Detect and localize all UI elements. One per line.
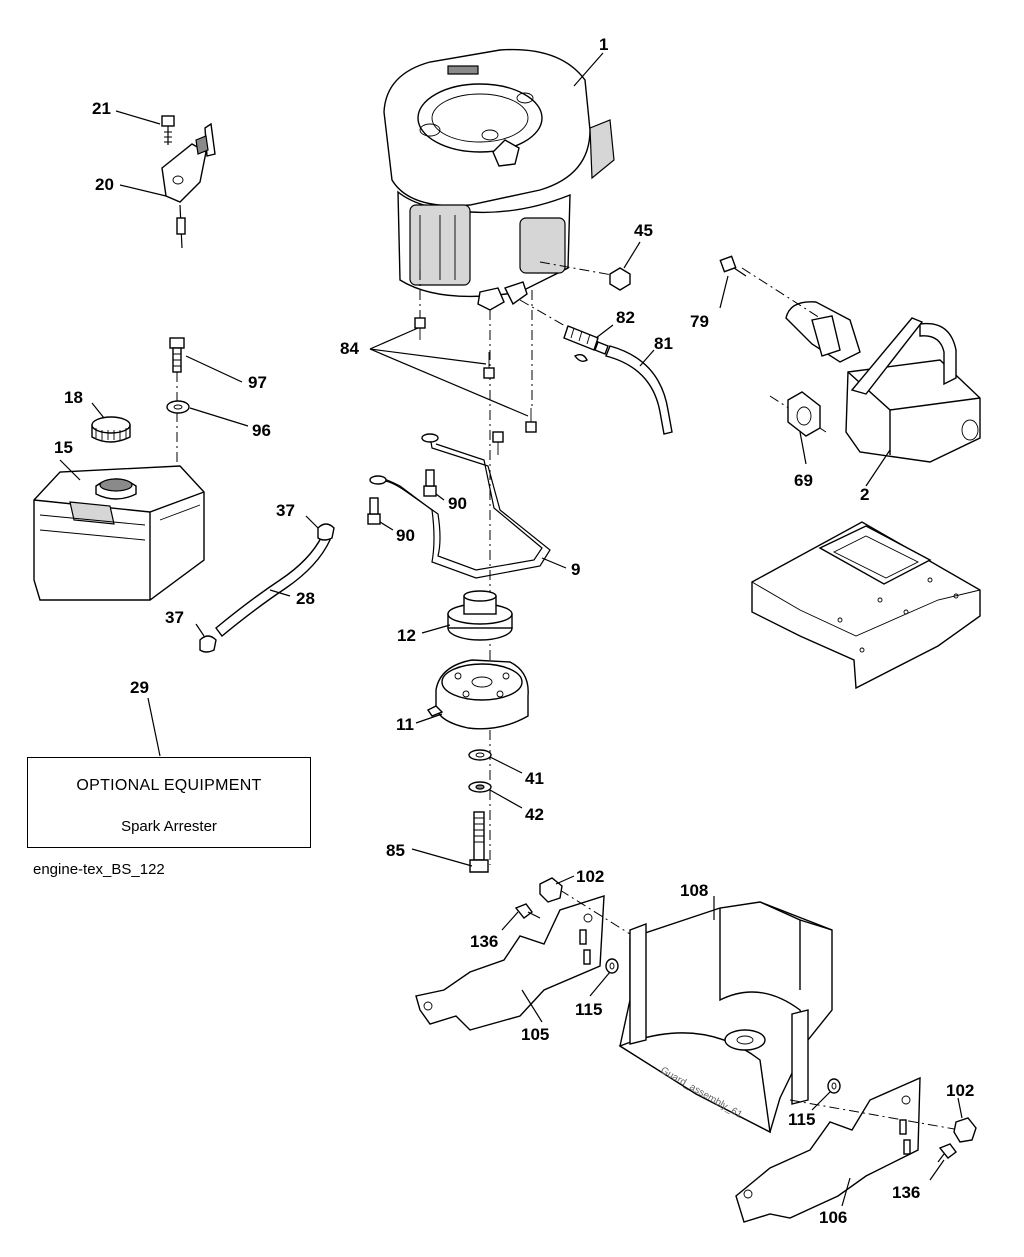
fuel-tank-15-part (33, 465, 205, 601)
bolt-85-part (469, 811, 489, 873)
callout-18: 18 (64, 388, 83, 407)
callout-28: 28 (296, 589, 315, 608)
callout-12: 12 (397, 626, 416, 645)
callout-102-top: 102 (576, 867, 604, 886)
pulley-12-part (447, 590, 513, 641)
throttle-bracket-20-part (161, 122, 216, 249)
bracket-105-part (415, 895, 605, 1031)
bolt-90-part (367, 469, 437, 525)
callout-106: 106 (819, 1208, 847, 1227)
washer-42-part (468, 781, 492, 793)
callout-45: 45 (634, 221, 653, 240)
fuel-hose-28-part (215, 535, 331, 638)
optional-equipment-box: OPTIONAL EQUIPMENT Spark Arrester (27, 757, 311, 848)
bolt-84-part (414, 317, 537, 455)
callout-96: 96 (252, 421, 271, 440)
nut-45-part (609, 267, 631, 291)
callout-1: 1 (599, 35, 608, 54)
diagram-caption: engine-tex_BS_122 (33, 861, 165, 878)
bracket-106-part (735, 1076, 921, 1223)
callout-115-top: 115 (575, 1000, 602, 1019)
clamp-37-part (199, 523, 335, 653)
spark-arrester-label: Spark Arrester (121, 818, 217, 835)
callout-115-bottom: 115 (788, 1110, 815, 1129)
callout-37-top: 37 (276, 501, 295, 520)
leader-lines (59, 52, 963, 1207)
engine-part (383, 48, 615, 311)
washer-115-part (605, 958, 841, 1094)
optional-equipment-title: OPTIONAL EQUIPMENT (76, 777, 262, 794)
callout-90-bottom: 90 (396, 526, 415, 545)
callout-69: 69 (794, 471, 813, 490)
callout-84: 84 (340, 339, 359, 358)
callout-15: 15 (54, 438, 73, 457)
callout-136-bottom: 136 (892, 1183, 920, 1202)
callout-85: 85 (386, 841, 405, 860)
fuel-line-81-part (605, 345, 673, 435)
callout-11: 11 (396, 715, 414, 734)
callout-90-top: 90 (448, 494, 467, 513)
muffler-2-part (785, 301, 981, 463)
clutch-11-part (426, 659, 529, 730)
washer-96-part (166, 400, 190, 414)
guard-108-part: Guard_assembly_61 (618, 901, 833, 1134)
screw-21-part (161, 115, 175, 145)
bolt-136-part (514, 903, 957, 1163)
bolt-97-part (169, 337, 185, 373)
callout-9: 9 (571, 560, 580, 579)
callout-29: 29 (130, 678, 149, 697)
callout-108: 108 (680, 881, 708, 900)
callout-41: 41 (525, 769, 544, 788)
callout-82: 82 (616, 308, 635, 327)
callout-20: 20 (95, 175, 114, 194)
callout-136-top: 136 (470, 932, 498, 951)
callout-79: 79 (690, 312, 709, 331)
callout-81: 81 (654, 334, 673, 353)
screw-79-part (719, 255, 747, 277)
callout-42: 42 (525, 805, 544, 824)
washer-41-part (468, 749, 492, 761)
gasket-69-part (787, 391, 821, 437)
fuel-filter-82-part (563, 325, 609, 363)
fuel-cap-18-part (91, 416, 131, 443)
callout-97: 97 (248, 373, 267, 392)
callout-102-bottom: 102 (946, 1081, 974, 1100)
callout-21: 21 (92, 99, 111, 118)
callout-37-bottom: 37 (165, 608, 184, 627)
callout-105: 105 (521, 1025, 549, 1044)
bracket-9-part (369, 433, 551, 579)
callout-2: 2 (860, 485, 869, 504)
engine-frame-plate-part (751, 521, 981, 690)
